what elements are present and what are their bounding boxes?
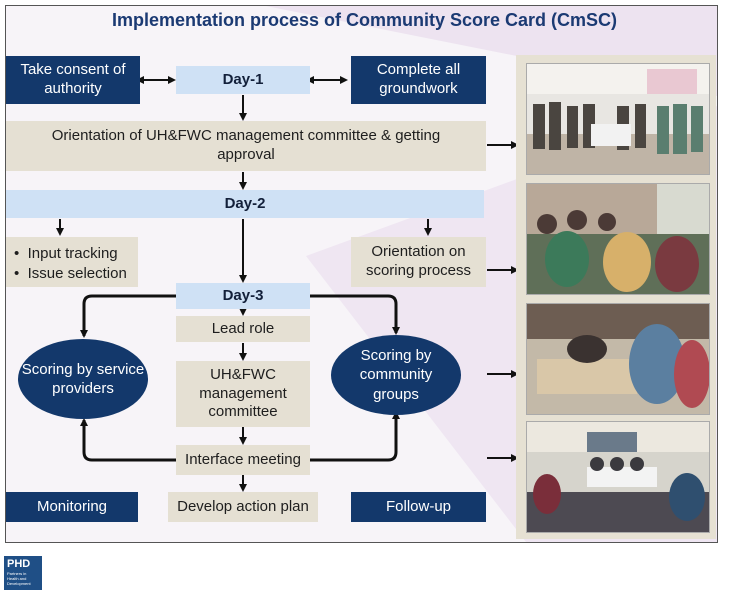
- list-item: • Issue selection: [14, 265, 127, 283]
- scoring-community-groups: Scoring by community groups: [331, 335, 461, 415]
- uh-committee-box: UH&FWC management committee: [176, 361, 310, 427]
- input-tracking-label: Input tracking: [27, 245, 118, 262]
- day2-box: Day-2: [6, 190, 484, 218]
- follow-up-box: Follow-up: [351, 492, 486, 522]
- day1-box: Day-1: [176, 66, 310, 94]
- interface-meeting-box: Interface meeting: [176, 445, 310, 475]
- lead-role-box: Lead role: [176, 316, 310, 342]
- input-issue-box: • Input tracking • Issue selection: [6, 237, 138, 287]
- develop-action-plan-box: Develop action plan: [168, 492, 318, 522]
- logo-line-2: Health and: [7, 576, 27, 581]
- arrow-day3-service: [80, 294, 176, 338]
- day3-box: Day-3: [176, 283, 310, 309]
- orientation-scoring-box: Orientation on scoring process: [351, 237, 486, 287]
- logo-abbr: PHD: [7, 558, 31, 570]
- arrow-interface-service: [80, 418, 176, 462]
- photo-scoring-session: [526, 303, 710, 415]
- diagram-title: Implementation process of Community Scor…: [111, 10, 618, 30]
- list-item: • Input tracking: [14, 245, 118, 262]
- photo-group-meeting: [526, 63, 710, 175]
- take-consent-box: Take consent of authority: [6, 56, 140, 104]
- issue-selection-label: Issue selection: [27, 265, 127, 283]
- complete-groundwork-box: Complete all groundwork: [351, 56, 486, 104]
- orientation-uh-box: Orientation of UH&FWC management committ…: [6, 121, 486, 171]
- logo-fullname: Partners in Health and Development: [7, 571, 31, 586]
- logo-line-1: Partners in: [7, 571, 27, 576]
- phd-logo: PHD Partners in Health and Development: [4, 556, 42, 590]
- arrow-interface-community: [310, 411, 400, 462]
- photo-column: [516, 55, 716, 539]
- photo-women-gathering: [526, 183, 710, 295]
- scoring-service-providers: Scoring by service providers: [18, 339, 148, 419]
- arrow-day3-community: [310, 294, 400, 335]
- photo-interface-meeting: [526, 421, 710, 533]
- monitoring-box: Monitoring: [6, 492, 138, 522]
- logo-line-3: Development: [7, 581, 31, 586]
